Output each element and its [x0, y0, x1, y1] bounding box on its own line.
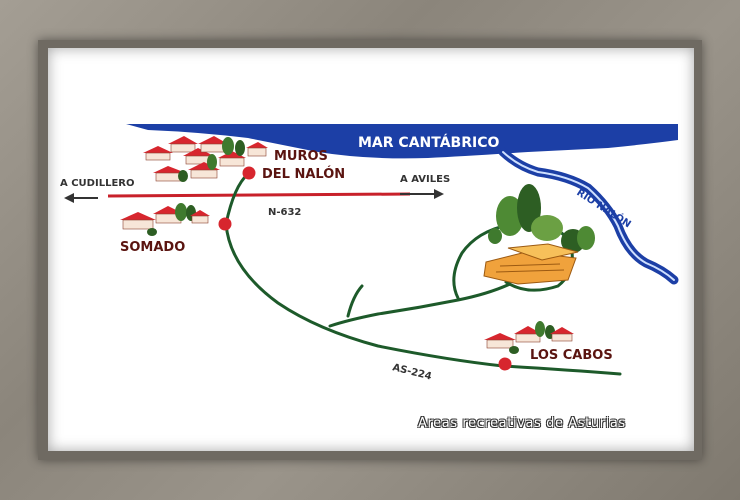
label-river: RÍO NALÓN [574, 186, 633, 231]
muros-houses-icon [143, 136, 268, 182]
sea-area [126, 124, 678, 159]
watermark: Areas recreativas de Asturias [418, 416, 626, 431]
label-sea: MAR CANTÁBRICO [358, 134, 499, 151]
los-cabos-houses-icon [484, 321, 574, 354]
map-canvas: MAR CANTÁBRICO RÍO NALÓN MUROS DEL NALÓN… [60, 124, 679, 383]
label-somado: SOMADO [120, 240, 185, 255]
arrow-west-icon [64, 193, 98, 203]
arrow-east-icon [400, 189, 444, 199]
local-roads [224, 172, 622, 376]
label-to-cudillero: A CUDILLERO [60, 178, 134, 189]
label-road-as224: AS-224 [391, 362, 432, 382]
label-muros-1: MUROS [274, 149, 328, 164]
label-road-n632: N-632 [268, 207, 301, 218]
dot-muros [242, 166, 256, 180]
map-paper: MAR CANTÁBRICO RÍO NALÓN MUROS DEL NALÓN… [48, 48, 694, 451]
somado-houses-icon [120, 203, 210, 236]
recreation-area-icon [483, 184, 595, 285]
road-n632 [107, 192, 411, 198]
label-los-cabos: LOS CABOS [530, 348, 613, 363]
label-to-aviles: A AVILES [400, 174, 450, 185]
dot-los-cabos [498, 357, 512, 371]
dot-somado [218, 217, 232, 231]
label-muros-2: DEL NALÓN [262, 166, 345, 182]
